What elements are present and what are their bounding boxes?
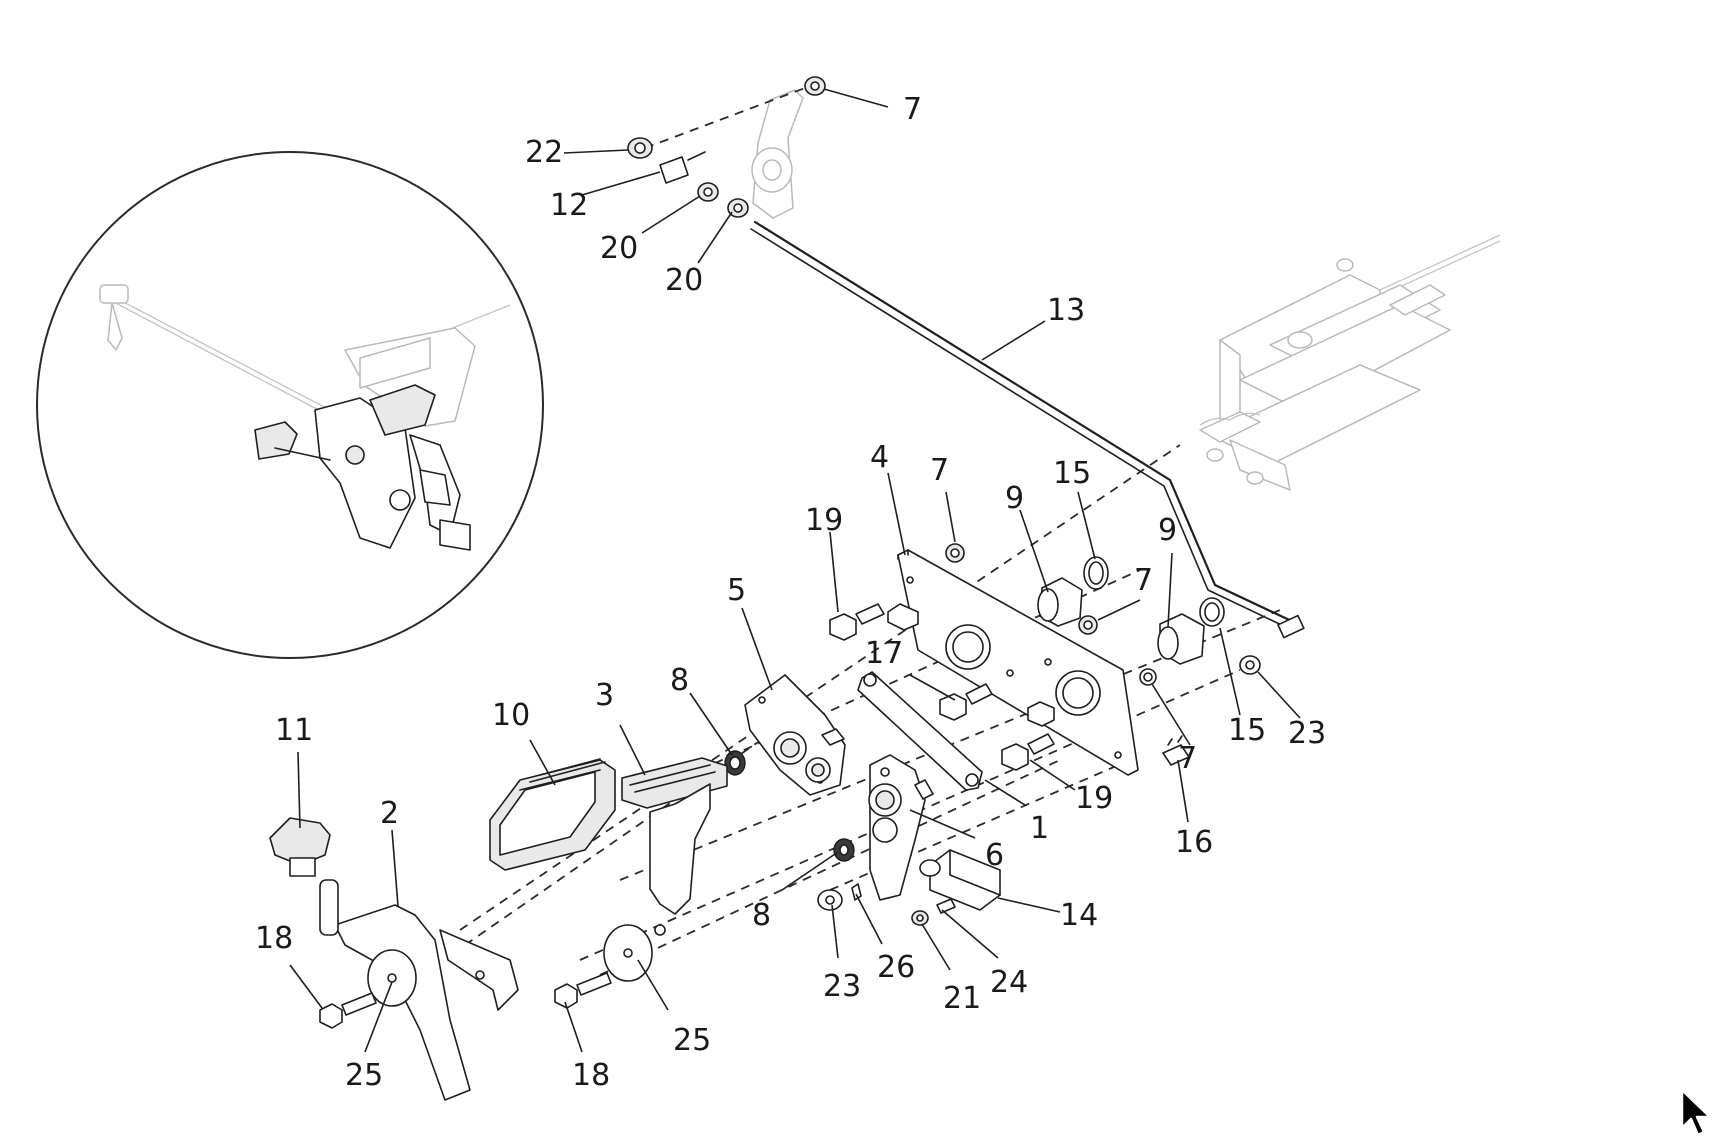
label-part-11: 11 [275,713,313,748]
label-part-23: 23 [823,969,861,1004]
label-part-23: 23 [1288,716,1326,751]
label-part-19: 19 [1075,781,1113,816]
label-part-10: 10 [492,698,530,733]
part-labels: 7 22 12 20 20 13 4 7 9 15 19 7 9 5 17 8 … [255,92,1326,1093]
label-part-9: 9 [1158,513,1177,548]
detail-inset [36,151,544,659]
part-5-plate [724,674,846,796]
label-part-21: 21 [943,981,981,1016]
label-part-7: 7 [930,453,949,488]
part-6-arm [833,754,934,901]
label-part-3: 3 [595,678,614,713]
leader-lines [289,88,1301,1053]
label-part-7: 7 [1134,563,1153,598]
part-11-knob [269,817,331,877]
part-4-bracket [887,549,1139,776]
ghost-frame-assembly [1199,234,1501,491]
top-hardware [627,76,826,218]
bolts [829,603,1055,771]
label-part-15: 15 [1053,456,1091,491]
label-part-19: 19 [805,503,843,538]
bushings-and-clips [945,543,1261,686]
bottom-hardware [817,883,956,926]
label-part-25: 25 [345,1058,383,1093]
label-part-9: 9 [1005,481,1024,516]
part-3-pedal-arm [621,757,728,936]
label-part-16: 16 [1175,825,1213,860]
label-part-18: 18 [572,1058,610,1093]
label-part-6: 6 [985,838,1004,873]
ghost-lever [751,89,804,219]
label-part-24: 24 [990,965,1028,1000]
label-part-20: 20 [665,263,703,298]
label-part-5: 5 [727,573,746,608]
label-part-25: 25 [673,1023,711,1058]
label-part-1: 1 [1030,811,1049,846]
label-part-22: 22 [525,135,563,170]
label-part-14: 14 [1060,898,1098,933]
mouse-pointer-icon [1680,1088,1712,1137]
label-part-8: 8 [670,663,689,698]
label-part-15: 15 [1228,713,1266,748]
label-part-20: 20 [600,231,638,266]
part-13-rod [750,220,1305,639]
part-14-switch [919,849,1001,911]
label-part-12: 12 [550,188,588,223]
label-part-7: 7 [903,92,922,127]
part-16-clip [1162,735,1190,766]
label-part-17: 17 [865,636,903,671]
label-part-18: 18 [255,921,293,956]
label-part-8: 8 [752,898,771,933]
label-part-7: 7 [1178,741,1197,776]
inset-pedal-assembly [254,384,471,551]
label-part-2: 2 [380,796,399,831]
washers-and-bolts [319,924,653,1029]
label-part-13: 13 [1047,293,1085,328]
label-part-4: 4 [870,440,889,475]
part-1-link [857,671,983,791]
label-part-26: 26 [877,950,915,985]
part-2-pedal-lever [319,879,519,1101]
inset-ghost-assembly [99,284,511,427]
part-10-pedal-pad [489,758,616,871]
